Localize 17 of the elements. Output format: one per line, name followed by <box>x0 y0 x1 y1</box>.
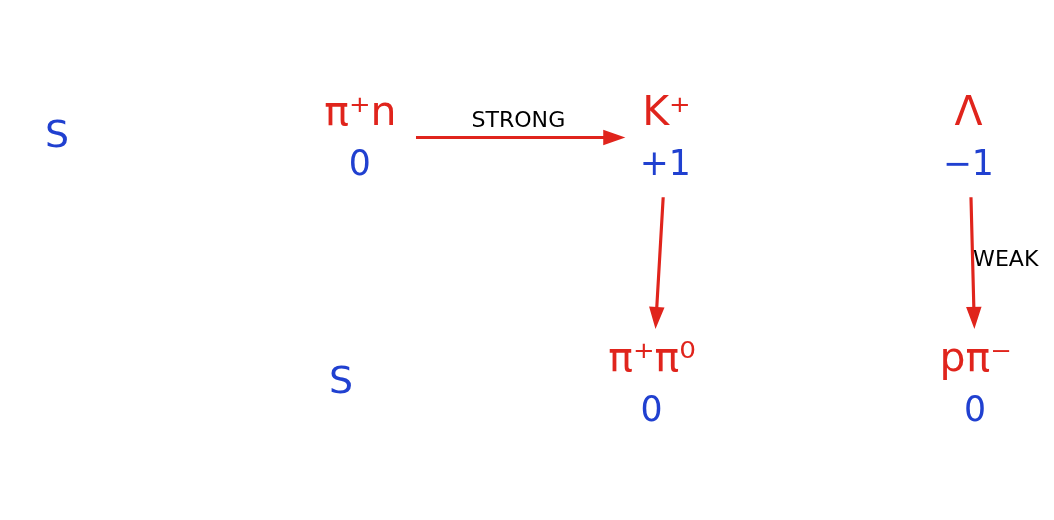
edge-label: STRONG <box>471 106 566 132</box>
node-label: 0 <box>640 388 663 429</box>
node-label: 0 <box>963 388 987 429</box>
label: S <box>329 357 354 402</box>
node-label: −1 <box>942 142 994 183</box>
node-label: +1 <box>639 142 691 183</box>
node-text: pπ⁻ <box>939 332 1012 381</box>
node-text: Λ <box>954 86 983 135</box>
node-text: π⁺n <box>324 86 397 135</box>
node-text: π⁺π⁰ <box>608 332 696 381</box>
node-label: 0 <box>348 142 371 183</box>
label: S <box>45 111 70 156</box>
arrow <box>966 196 982 329</box>
edge-label: WEAK <box>973 245 1039 271</box>
arrow <box>416 129 626 145</box>
node-text: K⁺ <box>642 86 691 135</box>
arrow <box>649 196 665 329</box>
